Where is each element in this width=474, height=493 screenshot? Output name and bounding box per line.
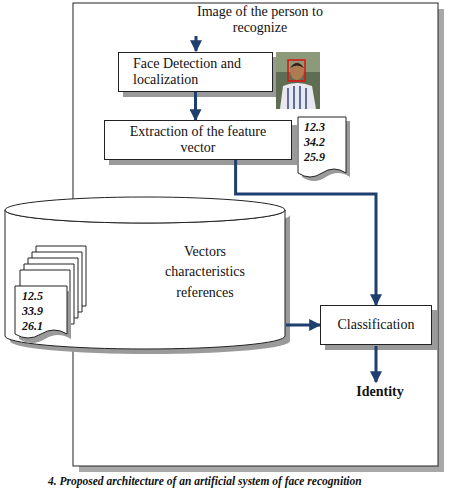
vector-card	[15, 286, 67, 338]
card-shadow	[302, 121, 350, 181]
stacked-card	[24, 264, 74, 324]
person-shirt	[280, 83, 316, 109]
input-label: Image of the person to recognize	[172, 4, 348, 36]
person-hair	[290, 63, 304, 68]
node-text: Vectors characteristics references	[150, 242, 260, 303]
photo-background	[276, 52, 320, 109]
cylinder-text-box: Vectors characteristics references	[150, 242, 260, 303]
stacked-card	[20, 270, 70, 330]
flow-arrow	[236, 160, 376, 305]
shirt-stripes	[288, 86, 306, 109]
cylinder-body	[5, 210, 285, 349]
cylinder-top	[5, 197, 285, 223]
card-shadow	[19, 291, 71, 343]
input-arrow	[195, 36, 198, 51]
node-text: Extraction of the feature vector	[113, 124, 283, 156]
vector-value: 12.3	[304, 121, 344, 135]
stacked-card	[32, 252, 82, 312]
node-text: Face Detection and localization	[133, 56, 266, 88]
process-box: Classification	[320, 305, 432, 345]
flow-arrow	[194, 92, 197, 120]
process-box: Extraction of the feature vector	[104, 120, 292, 160]
vector-value: 34.2	[304, 136, 344, 150]
output-label: Identity	[350, 384, 410, 400]
output-arrow	[375, 346, 378, 382]
node-text: Classification	[327, 317, 425, 333]
figure-caption: 4. Proposed architecture of an artificia…	[48, 475, 362, 488]
database-cylinder: Vectors characteristics references	[4, 196, 286, 350]
cylinder-outline	[4, 196, 292, 356]
vector-card	[298, 117, 346, 177]
person-face	[290, 62, 304, 80]
face-detection-box	[288, 60, 305, 81]
process-box: Face Detection and localization	[118, 52, 273, 92]
photo-foliage	[276, 52, 320, 72]
stacked-card	[36, 246, 86, 306]
stacked-card	[28, 258, 78, 318]
vector-value: 25.9	[304, 151, 344, 165]
flow-arrow	[286, 324, 320, 327]
